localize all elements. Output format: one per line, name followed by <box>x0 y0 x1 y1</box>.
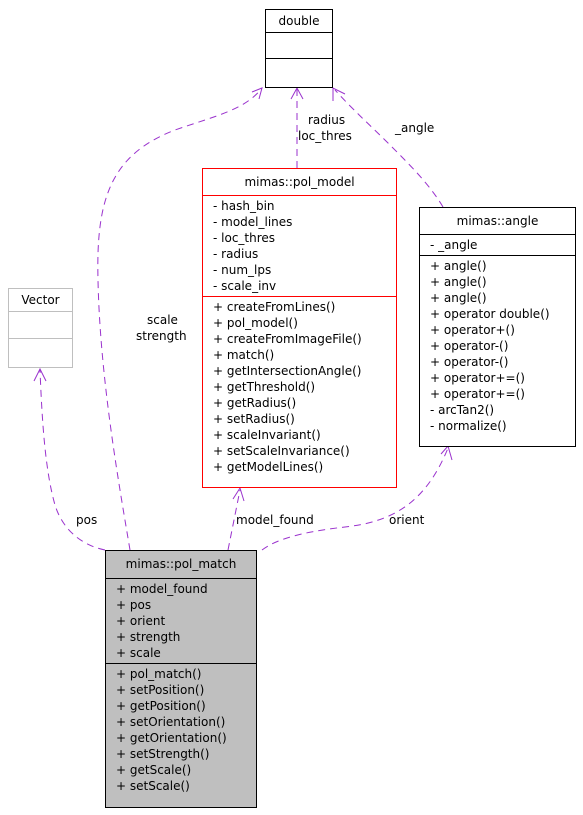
class-method: - normalize() <box>430 419 507 433</box>
class-title: mimas::pol_model <box>244 175 355 189</box>
arrowhead-double-right <box>332 87 346 101</box>
class-method: + operator-() <box>430 355 509 369</box>
class-double: double <box>265 9 333 88</box>
class-attribute: - scale_inv <box>213 279 277 293</box>
class-method: + getOrientation() <box>116 731 227 745</box>
class-method: + getIntersectionAngle() <box>213 364 362 378</box>
class-method: + setRadius() <box>213 412 295 426</box>
attribute-section: - _angle <box>420 234 575 255</box>
edge-label-strength: strength <box>136 329 187 343</box>
class-attribute: - _angle <box>430 238 478 252</box>
class-attribute: + scale <box>116 646 161 660</box>
arrowhead-vector <box>33 367 47 382</box>
class-method: + operator+=() <box>430 371 525 385</box>
arrowhead-angle <box>440 444 453 461</box>
edge-pol-match-to-vector <box>39 369 106 551</box>
attribute-section: - hash_bin - model_lines - loc_thres - radi… <box>203 195 396 296</box>
class-method: + setOrientation() <box>116 715 226 729</box>
class-method: + scaleInvariant() <box>213 428 321 442</box>
class-method: + getScale() <box>116 763 192 777</box>
class-method: + pol_match() <box>116 667 202 681</box>
edge-label-scale: scale <box>147 313 178 327</box>
class-title: mimas::angle <box>456 214 539 228</box>
edge-label-model-found: model_found <box>236 513 314 527</box>
class-method: + getModelLines() <box>213 460 324 474</box>
class-method: + getRadius() <box>213 396 297 410</box>
arrowhead-pol-model <box>232 486 245 502</box>
class-pol-match: mimas::pol_match + model_found+ pos+ ori… <box>105 550 257 808</box>
class-method: + pol_model() <box>213 316 298 330</box>
class-attribute: - hash_bin <box>213 199 275 213</box>
class-title: Vector <box>21 293 60 307</box>
class-method: + operator double() <box>430 307 550 321</box>
class-attribute: + strength <box>116 630 181 644</box>
method-section: + angle() + angle() + angle() + operator do… <box>420 255 575 436</box>
edge-label-loc-thres: loc_thres <box>298 129 352 143</box>
class-method: + angle() <box>430 291 487 305</box>
method-section: + createFromLines() + pol_model() + create… <box>203 296 396 477</box>
attribute-section: + model_found + pos + orient + strength + sc… <box>106 578 256 663</box>
class-method: + angle() <box>430 259 487 273</box>
class-title: double <box>278 14 320 28</box>
class-method: + createFromImageFile() <box>213 332 362 346</box>
edge-pol-match-to-double <box>97 87 263 551</box>
class-method: + operator+() <box>430 323 515 337</box>
attribute-section <box>266 32 332 58</box>
class-method: + setScaleInvariance() <box>213 444 350 458</box>
class-attribute: - model_lines <box>213 215 293 229</box>
class-method: + setScale() <box>116 779 190 793</box>
edge-label-radius: radius <box>308 113 346 127</box>
edge-angle-to-double <box>334 89 444 208</box>
class-method: + operator+=() <box>430 387 525 401</box>
method-section <box>266 58 332 87</box>
class-attribute: - loc_thres <box>213 231 276 245</box>
class-attribute: + orient <box>116 614 166 628</box>
class-method: + getPosition() <box>116 699 206 713</box>
class-attribute: - radius <box>213 247 259 261</box>
edge-label-angle: _angle <box>395 121 435 135</box>
edge-pol-match-to-angle <box>261 447 449 551</box>
class-method: + createFromLines() <box>213 300 336 314</box>
class-method: + angle() <box>430 275 487 289</box>
edge-label-orient: orient <box>389 513 425 527</box>
class-method: + match() <box>213 348 275 362</box>
arrowhead-double-left <box>251 87 263 100</box>
class-title: mimas::pol_match <box>125 557 237 571</box>
class-method: + setPosition() <box>116 683 205 697</box>
class-method: + getThreshold() <box>213 380 316 394</box>
class-pol-model: mimas::pol_model - hash_bin- model_lines… <box>202 168 397 488</box>
class-method: - arcTan2() <box>430 403 495 417</box>
class-attribute: + pos <box>116 598 152 612</box>
method-section <box>9 338 72 367</box>
attribute-section <box>9 311 72 338</box>
edge-label-pos: pos <box>76 513 98 527</box>
edge-pol-match-to-pol-model <box>227 489 241 551</box>
class-method: + operator-() <box>430 339 509 353</box>
class-attribute: + model_found <box>116 582 208 596</box>
class-vector: Vector <box>8 288 73 368</box>
class-attribute: - num_lps <box>213 263 272 277</box>
method-section: + pol_match() + setPosition() + getPositio… <box>106 663 256 796</box>
class-angle: mimas::angle - _angle + angle()+ angle()… <box>419 207 576 447</box>
arrowhead-double-center <box>290 86 304 100</box>
class-method: + setStrength() <box>116 747 210 761</box>
